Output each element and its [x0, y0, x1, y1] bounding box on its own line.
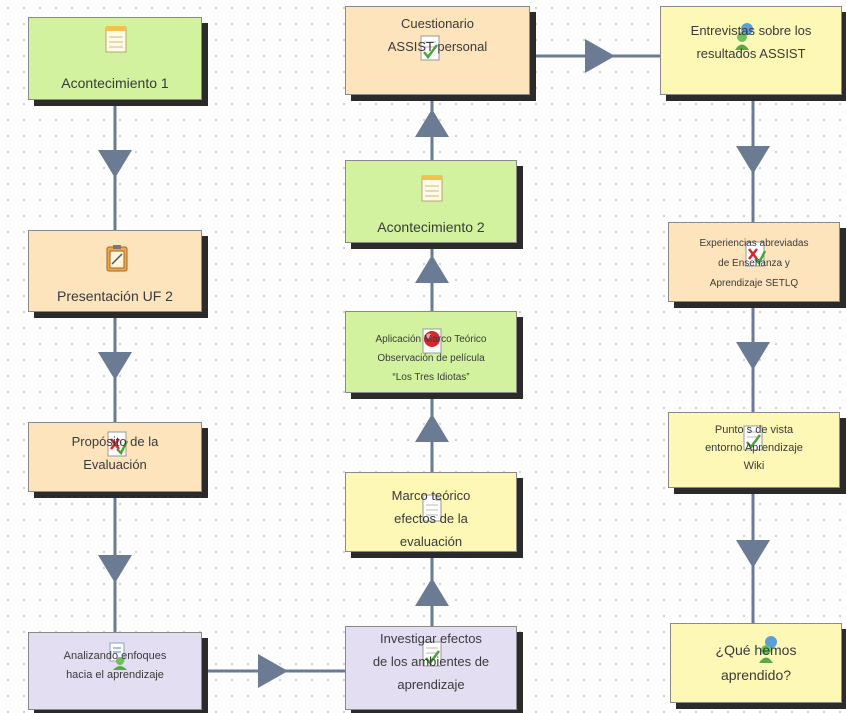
node-label: ¿Qué hemos aprendido? [715, 642, 797, 683]
person-icon [733, 21, 757, 51]
person-icon [757, 634, 781, 664]
node-label: Punto s de vista entorno Aprendizaje Wik… [705, 424, 803, 473]
node-label: Analizando enfoques hacia el aprendizaje [63, 650, 167, 681]
node-label: Presentación UF 2 [57, 288, 173, 304]
checklist-icon [420, 639, 444, 669]
node-aplicacion[interactable]: Aplicación Marco Teórico Observación de … [345, 311, 517, 393]
checklist-icon [741, 423, 765, 453]
node-entrevistas[interactable]: Entrevistas sobre los resultados ASSIST [660, 6, 842, 95]
node-label: Cuestionario ASSIST personal [387, 16, 488, 54]
clipboard-icon [105, 243, 129, 273]
arrowhead-right [258, 654, 288, 688]
arrowhead-right [585, 39, 615, 73]
node-puntos-vista[interactable]: Punto s de vista entorno Aprendizaje Wik… [668, 412, 840, 488]
arrowhead-down [736, 540, 770, 568]
node-investigar[interactable]: Investigar efectos de los ambientes de a… [345, 626, 517, 710]
arrowhead-down [736, 146, 770, 174]
node-marco-teorico[interactable]: Marco teórico efectos de la evaluación [345, 472, 517, 552]
arrowhead-down [98, 555, 132, 583]
node-experiencias[interactable]: Experiencias abreviadas de Enseñanza y A… [668, 222, 840, 302]
node-label: Entrevistas sobre los resultados ASSIST [690, 23, 812, 61]
node-acontecimiento-2[interactable]: Acontecimiento 2 [345, 160, 517, 243]
notepad-icon [420, 173, 444, 203]
notepad-icon [104, 24, 128, 54]
node-label: Propósito de la Evaluación [71, 434, 159, 472]
node-label: Marco teórico efectos de la evaluación [391, 488, 471, 549]
person-document-icon [105, 641, 129, 671]
arrowhead-down [98, 352, 132, 380]
node-cuestionario[interactable]: Cuestionario ASSIST personal [345, 6, 530, 95]
arrowhead-up [415, 109, 449, 137]
node-label: Experiencias abreviadas de Enseñanza y A… [699, 238, 809, 289]
checklist-cross-icon [105, 429, 129, 459]
document-icon [420, 493, 444, 523]
arrowhead-up [415, 578, 449, 606]
red-pin-icon [420, 326, 444, 356]
node-label: Acontecimiento 1 [61, 75, 169, 91]
node-proposito[interactable]: Propósito de la Evaluación [28, 422, 202, 492]
node-presentacion[interactable]: Presentación UF 2 [28, 230, 202, 312]
node-que-hemos[interactable]: ¿Qué hemos aprendido? [670, 623, 842, 703]
checklist-icon [418, 33, 442, 63]
checklist-cross-icon [743, 239, 767, 269]
arrowhead-down [736, 342, 770, 370]
node-label: Aplicación Marco Teórico Observación de … [375, 334, 487, 383]
node-acontecimiento-1[interactable]: Acontecimiento 1 [28, 17, 202, 100]
arrowhead-up [415, 414, 449, 442]
node-label: Acontecimiento 2 [377, 219, 485, 235]
arrowhead-down [98, 150, 132, 178]
node-analizando[interactable]: Analizando enfoques hacia el aprendizaje [28, 632, 202, 710]
node-label: Investigar efectos de los ambientes de a… [372, 631, 490, 692]
arrowhead-up [415, 255, 449, 283]
